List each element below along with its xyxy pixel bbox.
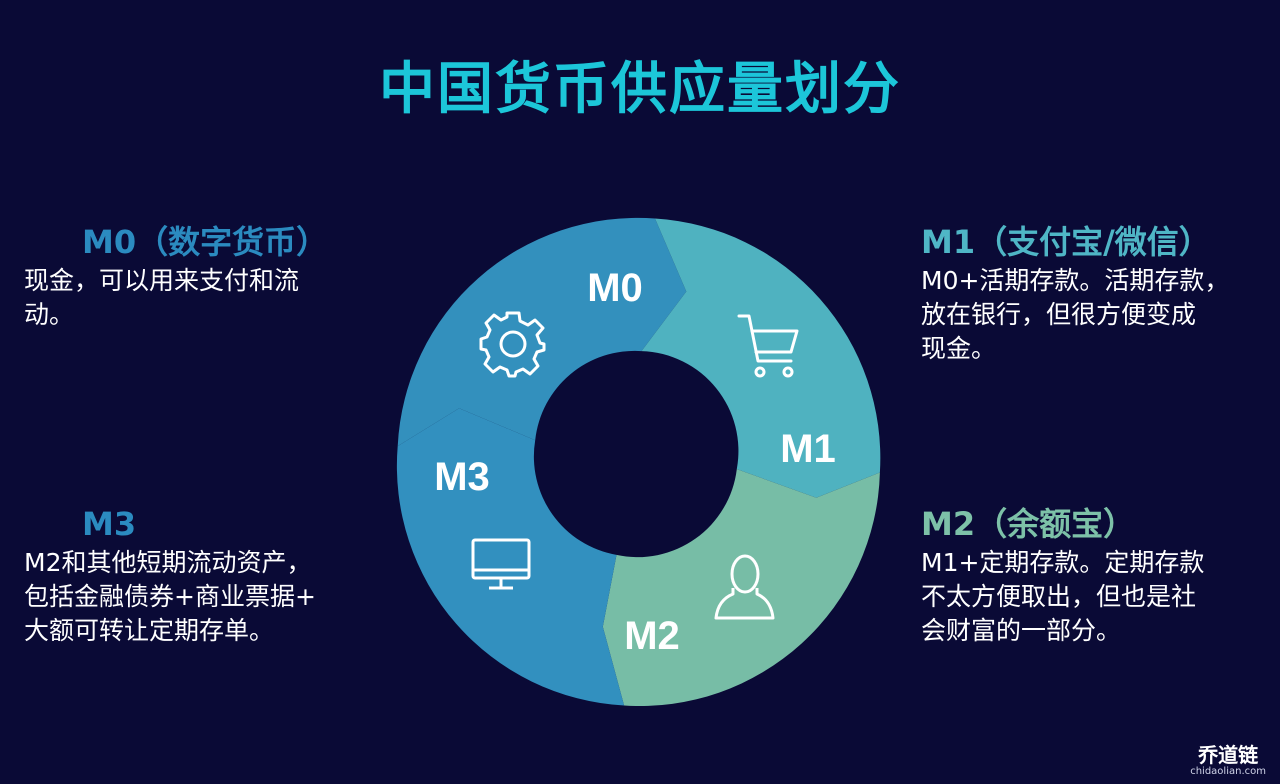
m2-description: M2（余额宝） M1+定期存款。定期存款 不太方便取出，但也是社 会财富的一部分…: [921, 504, 1261, 648]
watermark-logo: 乔道链 chidaolian.com: [1190, 744, 1266, 778]
shopping-cart-icon: [737, 314, 799, 378]
m2-line: 不太方便取出，但也是社: [921, 582, 1197, 611]
segment-m3: [396, 408, 625, 706]
m0-line: 现金，可以用来支付和流: [24, 266, 300, 295]
segment-label-m1: M1: [780, 427, 836, 471]
segment-m1: [641, 218, 881, 498]
page-title: 中国货币供应量划分: [379, 57, 901, 122]
m2-line: 会财富的一部分。: [921, 616, 1122, 645]
m0-heading: M0（数字货币）: [82, 223, 329, 261]
m3-line: 包括金融债券+商业票据+: [24, 582, 316, 611]
m1-line: 现金。: [921, 334, 997, 363]
segment-m0: [397, 217, 687, 447]
user-icon: [714, 554, 775, 620]
m3-heading: M3: [82, 505, 137, 543]
watermark-sub: chidaolian.com: [1190, 766, 1266, 777]
gear-icon: [479, 311, 546, 378]
watermark-main: 乔道链: [1198, 743, 1259, 767]
m3-line: M2和其他短期流动资产，: [24, 548, 312, 577]
m1-line: 放在银行，但很方便变成: [921, 300, 1197, 329]
m0-description: M0（数字货币） 现金，可以用来支付和流 动。: [24, 222, 364, 332]
m2-heading: M2（余额宝）: [921, 505, 1136, 543]
m1-heading: M1（支付宝/微信）: [921, 223, 1211, 261]
segment-label-m3: M3: [434, 455, 490, 499]
monitor-icon: [471, 538, 531, 590]
m0-line: 动。: [24, 300, 75, 329]
m2-line: M1+定期存款。定期存款: [921, 548, 1205, 577]
m3-description: M3 M2和其他短期流动资产， 包括金融债券+商业票据+ 大额可转让定期存单。: [24, 504, 364, 648]
segment-m2: [602, 469, 880, 707]
segment-label-m0: M0: [587, 266, 643, 310]
m1-description: M1（支付宝/微信） M0+活期存款。活期存款， 放在银行，但很方便变成 现金。: [921, 222, 1261, 366]
m3-line: 大额可转让定期存单。: [24, 616, 275, 645]
segment-label-m2: M2: [624, 614, 680, 658]
m1-line: M0+活期存款。活期存款，: [921, 266, 1230, 295]
